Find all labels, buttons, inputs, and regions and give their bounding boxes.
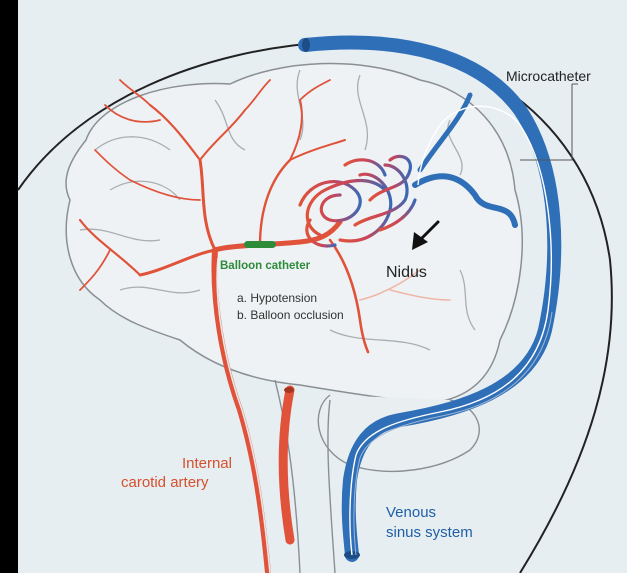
internal-carotid-label-line2: carotid artery	[121, 474, 209, 491]
balloon	[244, 241, 276, 248]
balloon-occlusion-label: b. Balloon occlusion	[237, 309, 344, 323]
sinus-cut-end-top	[302, 38, 310, 52]
internal-carotid-label-line1: Internal	[168, 455, 232, 472]
venous-label-line1: Venous	[386, 504, 436, 521]
balloon-catheter-label: Balloon catheter	[220, 260, 310, 273]
microcatheter-label: Microcatheter	[506, 68, 591, 84]
hypotension-label: a. Hypotension	[237, 292, 317, 306]
artery-cut-end	[284, 387, 294, 393]
venous-label-line2: sinus system	[386, 524, 473, 541]
left-black-bar	[0, 0, 18, 573]
nidus-label: Nidus	[386, 264, 427, 282]
